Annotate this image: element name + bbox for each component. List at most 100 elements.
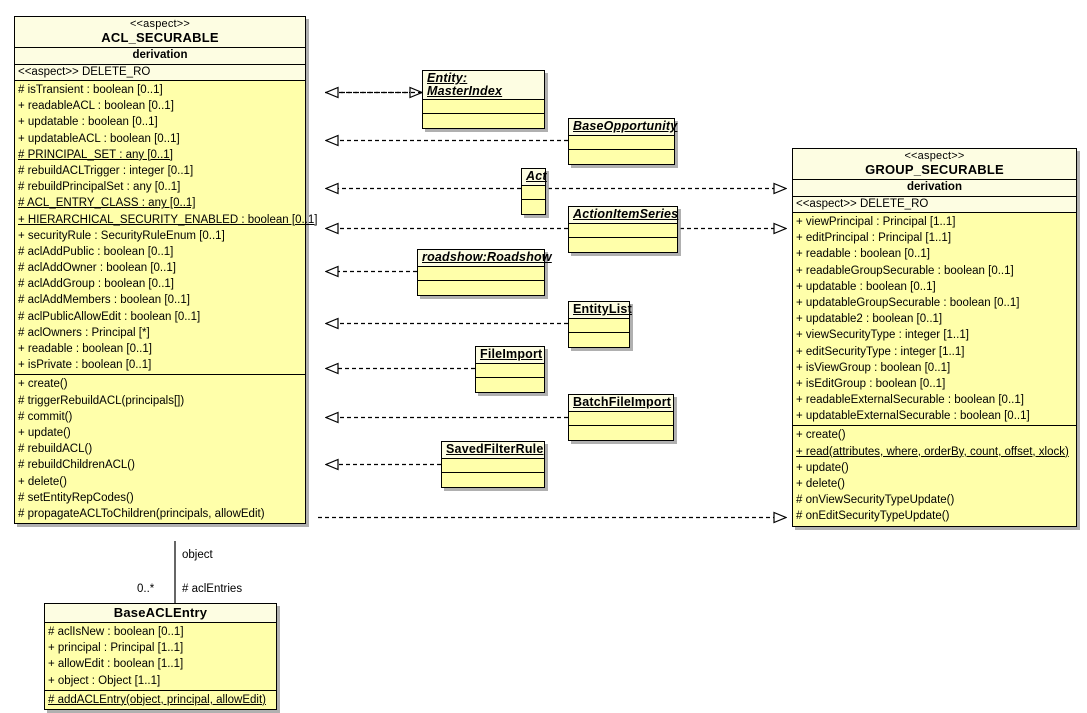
attributes-compartment <box>418 266 544 281</box>
association-role-object: object <box>182 549 213 561</box>
attribute-row: # isTransient : boolean [0..1] <box>18 84 163 96</box>
operation-row: + create() <box>796 429 846 442</box>
operation-row: # addACLEntry(object, principal, allowEd… <box>48 693 266 706</box>
class-batchfileimport[interactable]: BatchFileImport <box>568 394 674 441</box>
class-name: GROUP_SECURABLE <box>865 162 1004 177</box>
attribute-row: + updatable2 : boolean [0..1] <box>796 313 943 326</box>
class-subheader-derivation: derivation <box>15 48 305 65</box>
operations-compartment <box>569 237 677 252</box>
operation-row: # rebuildACL() <box>18 443 93 456</box>
attribute-row: # ACL_ENTRY_CLASS : any [0..1] <box>18 197 196 210</box>
class-header: Act <box>522 169 547 186</box>
class-baseopportunity[interactable]: BaseOpportunity <box>568 118 678 165</box>
attribute-row: # rebuildPrincipalSet : any [0..1] <box>18 181 181 194</box>
class-header: BatchFileImport <box>569 395 673 412</box>
class-name: ACL_SECURABLE <box>101 30 219 45</box>
attributes-compartment <box>569 411 673 426</box>
operations-compartment: # addACLEntry(object, principal, allowEd… <box>45 691 276 709</box>
attribute-row: + isEditGroup : boolean [0..1] <box>796 377 946 390</box>
attribute-row: # aclAddPublic : boolean [0..1] <box>18 245 174 258</box>
attributes-compartment <box>569 135 674 150</box>
attribute-row: + editSecurityType : integer [1..1] <box>796 345 965 358</box>
class-header-acl-securable: <<aspect>> ACL_SECURABLE <box>15 17 305 48</box>
attribute-row: + isPrivate : boolean [0..1] <box>18 359 152 372</box>
attribute-row: + principal : Principal [1..1] <box>48 642 184 655</box>
attribute-row: + viewPrincipal : Principal [1..1] <box>796 216 956 228</box>
attribute-row: + updatable : boolean [0..1] <box>18 116 158 129</box>
class-act[interactable]: Act <box>521 168 547 215</box>
attribute-row: + readable : boolean [0..1] <box>18 343 152 355</box>
attribute-row: + HIERARCHICAL_SECURITY_ENABLED : boolea… <box>18 213 318 226</box>
attributes-compartment <box>442 458 544 473</box>
operations-compartment <box>569 149 674 164</box>
attribute-row: + securityRule : SecurityRuleEnum [0..1] <box>18 229 225 242</box>
attribute-row: # PRINCIPAL_SET : any [0..1] <box>18 148 173 161</box>
attributes-compartment <box>569 318 629 333</box>
attribute-row: + isViewGroup : boolean [0..1] <box>796 361 951 374</box>
operations-compartment <box>569 425 673 440</box>
operations-compartment <box>418 280 544 295</box>
attribute-row: # aclPublicAllowEdit : boolean [0..1] <box>18 310 201 323</box>
class-header-base-acl-entry: BaseACLEntry <box>45 604 276 623</box>
class-group-securable[interactable]: <<aspect>> GROUP_SECURABLE derivation <<… <box>792 148 1077 527</box>
association-multiplicity: 0..* <box>137 583 155 595</box>
class-acl-securable[interactable]: <<aspect>> ACL_SECURABLE derivation <<as… <box>14 16 318 525</box>
class-base-acl-entry[interactable]: BaseACLEntry # aclIsNew : boolean [0..1]… <box>44 603 277 710</box>
class-actionitemseries[interactable]: ActionItemSeries <box>568 206 678 253</box>
class-header: Entity: MasterIndex <box>423 71 544 100</box>
operations-compartment: + create() # triggerRebuildACL(principal… <box>15 375 305 523</box>
operation-row: # commit() <box>18 410 73 423</box>
attributes-compartment: + viewPrincipal : Principal [1..1] + edi… <box>793 213 1076 427</box>
operations-compartment <box>569 332 629 347</box>
class-savedfilterrule[interactable]: SavedFilterRule <box>441 441 545 488</box>
attribute-row: + viewSecurityType : integer [1..1] <box>796 329 969 342</box>
class-fileimport[interactable]: FileImport <box>475 346 545 393</box>
class-name: EntityList <box>573 302 632 316</box>
attribute-row: + updatableExternalSecurable : boolean [… <box>796 410 1030 423</box>
class-header: FileImport <box>476 347 544 364</box>
attribute-row: + readable : boolean [0..1] <box>796 248 930 261</box>
class-stereotype: <<aspect>> <box>904 150 965 162</box>
class-name: roadshow:Roadshow <box>422 250 552 264</box>
class-header: ActionItemSeries <box>569 207 679 224</box>
class-header: EntityList <box>569 302 632 319</box>
operation-row: # propagateACLToChildren(principals, all… <box>18 507 265 520</box>
attributes-compartment <box>569 223 677 238</box>
operations-compartment <box>522 199 545 214</box>
class-tag-delete-ro: <<aspect>> DELETE_RO <box>15 64 305 81</box>
operation-row: + update() <box>18 426 71 439</box>
class-subheader-derivation: derivation <box>793 180 1076 197</box>
operation-row: + delete() <box>796 478 845 490</box>
class-header: BaseOpportunity <box>569 119 678 136</box>
attribute-row: # aclAddGroup : boolean [0..1] <box>18 278 174 291</box>
attribute-row: + allowEdit : boolean [1..1] <box>48 658 184 671</box>
attribute-row: # aclAddMembers : boolean [0..1] <box>18 294 190 307</box>
operations-compartment <box>476 377 544 392</box>
operation-row: + create() <box>18 378 68 391</box>
association-role-aclentries: # aclEntries <box>182 583 243 595</box>
operations-compartment <box>423 114 544 128</box>
operation-row: # triggerRebuildACL(principals[]) <box>18 394 185 407</box>
class-name: Act <box>526 169 547 183</box>
class-roadshow[interactable]: roadshow:Roadshow <box>417 249 552 296</box>
attribute-row: + updatableACL : boolean [0..1] <box>18 132 180 145</box>
class-name: ActionItemSeries <box>573 207 679 221</box>
operations-compartment <box>442 472 544 487</box>
attribute-row: # aclOwners : Principal [*] <box>18 326 150 339</box>
attribute-row: # aclIsNew : boolean [0..1] <box>48 626 184 638</box>
attribute-row: + editPrincipal : Principal [1..1] <box>796 232 952 245</box>
attribute-row: + readableACL : boolean [0..1] <box>18 100 174 113</box>
attributes-compartment <box>423 100 544 114</box>
operation-row: # onEditSecurityTypeUpdate() <box>796 510 950 523</box>
class-name: BaseACLEntry <box>113 605 208 620</box>
class-entity-masterindex[interactable]: Entity: MasterIndex <box>422 70 545 129</box>
attributes-compartment: # isTransient : boolean [0..1] + readabl… <box>15 81 318 376</box>
attribute-row: + object : Object [1..1] <box>48 674 161 687</box>
class-tag-delete-ro: <<aspect>> DELETE_RO <box>793 196 1076 213</box>
operation-row: # setEntityRepCodes() <box>18 491 134 504</box>
attribute-row: + updatable : boolean [0..1] <box>796 280 936 293</box>
attribute-row: + readableGroupSecurable : boolean [0..1… <box>796 264 1014 277</box>
class-name: BaseOpportunity <box>573 119 678 133</box>
class-entitylist[interactable]: EntityList <box>568 301 632 348</box>
